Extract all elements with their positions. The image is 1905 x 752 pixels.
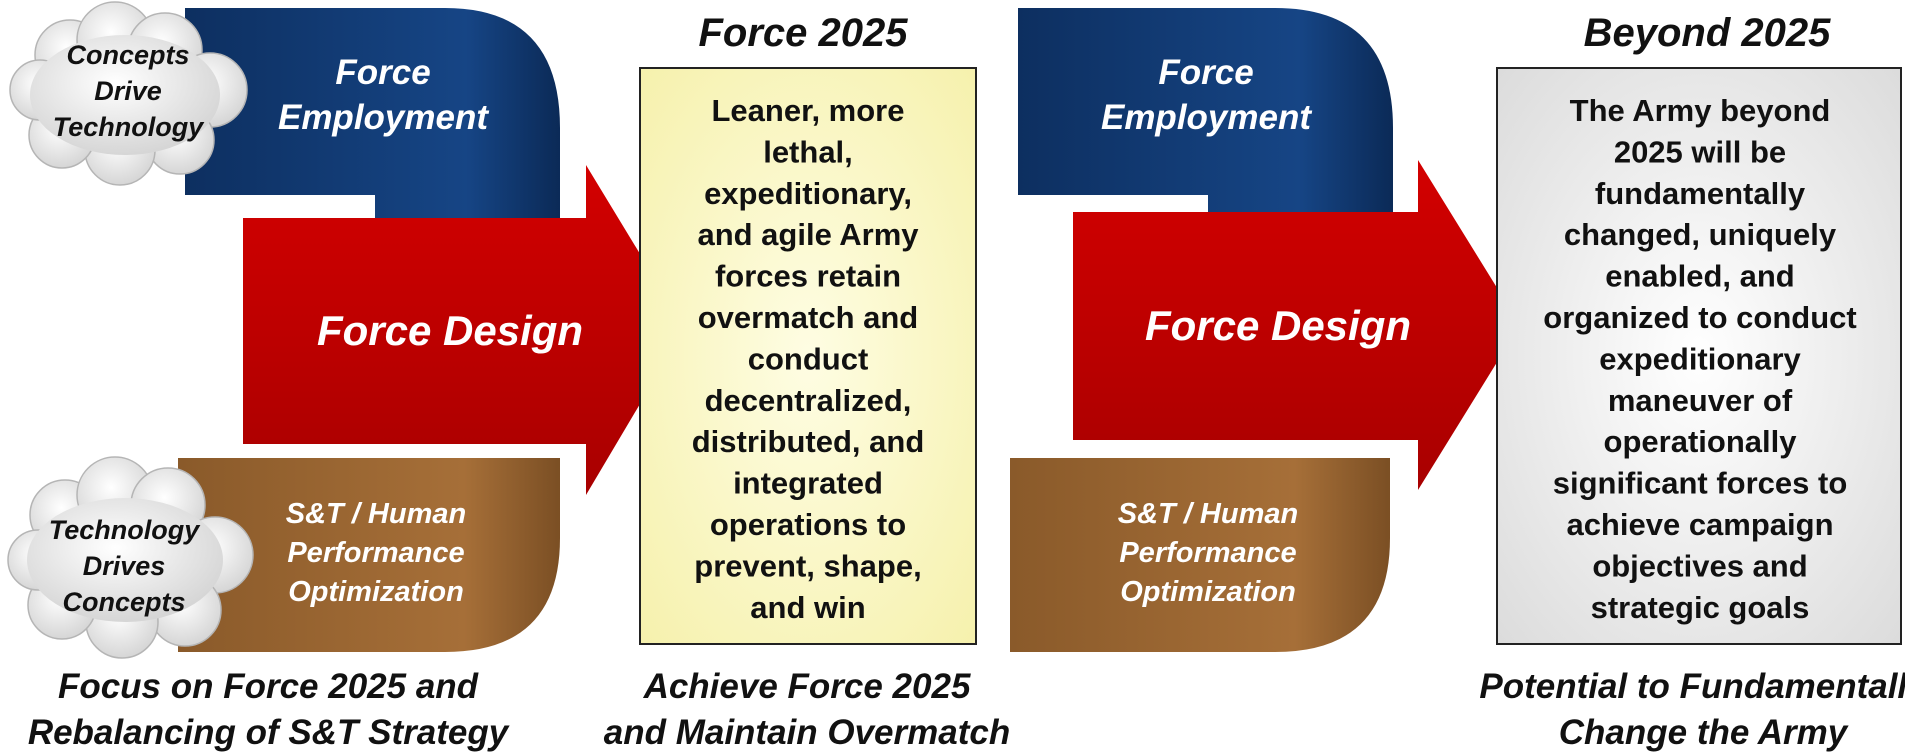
force-2025-text-line-1: Leaner, more	[712, 93, 905, 128]
right-caption-line-2: Change the Army	[1559, 713, 1849, 752]
force-2025-text-line-11: operations to	[710, 507, 906, 542]
force-2025-box-text: Leaner, more lethal, expeditionary, and agi…	[692, 93, 925, 625]
cloud-top-line-2: Drive	[94, 76, 162, 106]
beyond-2025-text-line-5: enabled, and	[1605, 259, 1794, 294]
cloud-bottom-line-3: Concepts	[62, 587, 185, 617]
beyond-2025-section: Beyond 2025 The Army beyond 2025 will be f…	[1479, 11, 1905, 752]
left-caption-line-2: Rebalancing of S&T Strategy	[28, 713, 510, 752]
beyond-2025-text-line-10: significant forces to	[1553, 466, 1848, 501]
middle-caption-line-1: Achieve Force 2025	[643, 667, 971, 706]
beyond-2025-text-line-3: fundamentally	[1595, 176, 1806, 211]
force-2025-text-line-3: expeditionary,	[704, 176, 912, 211]
force-2025-text-line-13: and win	[750, 590, 865, 625]
force-2025-title: Force 2025	[698, 11, 908, 55]
st-label-2-line-1: S&T / Human	[1118, 498, 1298, 530]
force-employment-label-line-2: Employment	[278, 98, 489, 137]
beyond-2025-title: Beyond 2025	[1584, 11, 1832, 55]
force-2025-text-line-2: lethal,	[763, 134, 853, 169]
force-2025-text-line-4: and agile Army	[697, 217, 919, 252]
beyond-2025-text-line-13: strategic goals	[1591, 590, 1810, 625]
force-employment-label-2-line-2: Employment	[1101, 98, 1312, 137]
beyond-2025-text-line-2: 2025 will be	[1614, 134, 1786, 169]
beyond-2025-text-line-9: operationally	[1604, 424, 1798, 459]
beyond-2025-box-text: The Army beyond 2025 will be fundamentally…	[1543, 93, 1856, 625]
st-label-line-1: S&T / Human	[286, 498, 466, 530]
right-caption-line-1: Potential to Fundamentally	[1479, 667, 1905, 706]
force-employment-label-2-line-1: Force	[1158, 53, 1253, 92]
st-human-performance-shape-2	[1010, 458, 1390, 652]
beyond-2025-text-line-4: changed, uniquely	[1564, 217, 1837, 252]
force-2025-text-line-12: prevent, shape,	[694, 548, 921, 583]
st-label-2-line-2: Performance	[1119, 537, 1296, 569]
cloud-top-line-1: Concepts	[66, 40, 189, 70]
cloud-top-line-3: Technology	[53, 112, 205, 142]
st-human-performance-shape	[178, 458, 560, 652]
beyond-2025-box	[1496, 67, 1902, 645]
cloud-bottom-line-1: Technology	[49, 515, 201, 545]
force-employment-shape-2	[1018, 8, 1393, 218]
st-label-line-3: Optimization	[288, 576, 464, 608]
middle-caption-line-2: and Maintain Overmatch	[604, 713, 1010, 752]
force-design-arrow-2	[1073, 160, 1520, 490]
force-2025-text-line-5: forces retain	[715, 259, 901, 294]
force-2025-section: Force 2025 Leaner, more lethal, expedition…	[604, 11, 1010, 752]
force-2025-text-line-6: overmatch and	[698, 300, 919, 335]
left-group: Concepts Drive Technology Technology Dri…	[7, 1, 685, 752]
force-2025-text-line-10: integrated	[733, 466, 883, 501]
force-employment-shape	[185, 8, 560, 220]
beyond-2025-text-line-12: objectives and	[1592, 548, 1807, 583]
beyond-2025-text-line-7: expeditionary	[1599, 341, 1801, 376]
beyond-2025-text-line-8: maneuver of	[1608, 383, 1793, 418]
force-2025-box	[639, 67, 977, 645]
force-design-label: Force Design	[317, 307, 583, 354]
beyond-2025-text-line-1: The Army beyond	[1570, 93, 1831, 128]
force-2025-text-line-8: decentralized,	[705, 383, 912, 418]
left-caption-line-1: Focus on Force 2025 and	[58, 667, 479, 706]
cloud-bottom-line-2: Drives	[83, 551, 166, 581]
cloud-technology-drives-concepts: Technology Drives Concepts	[7, 456, 254, 659]
cloud-concepts-drive-technology: Concepts Drive Technology	[9, 1, 248, 186]
beyond-2025-text-line-6: organized to conduct	[1543, 300, 1856, 335]
beyond-2025-text-line-11: achieve campaign	[1566, 507, 1833, 542]
right-group: Force Employment Force Design S&T / Huma…	[1010, 8, 1520, 652]
force-employment-label-line-1: Force	[335, 53, 430, 92]
st-label-line-2: Performance	[287, 537, 464, 569]
force-2025-text-line-7: conduct	[748, 341, 869, 376]
st-label-2-line-3: Optimization	[1120, 576, 1296, 608]
force-design-label-2: Force Design	[1145, 302, 1411, 349]
force-design-arrow	[243, 165, 685, 495]
force-2025-text-line-9: distributed, and	[692, 424, 925, 459]
